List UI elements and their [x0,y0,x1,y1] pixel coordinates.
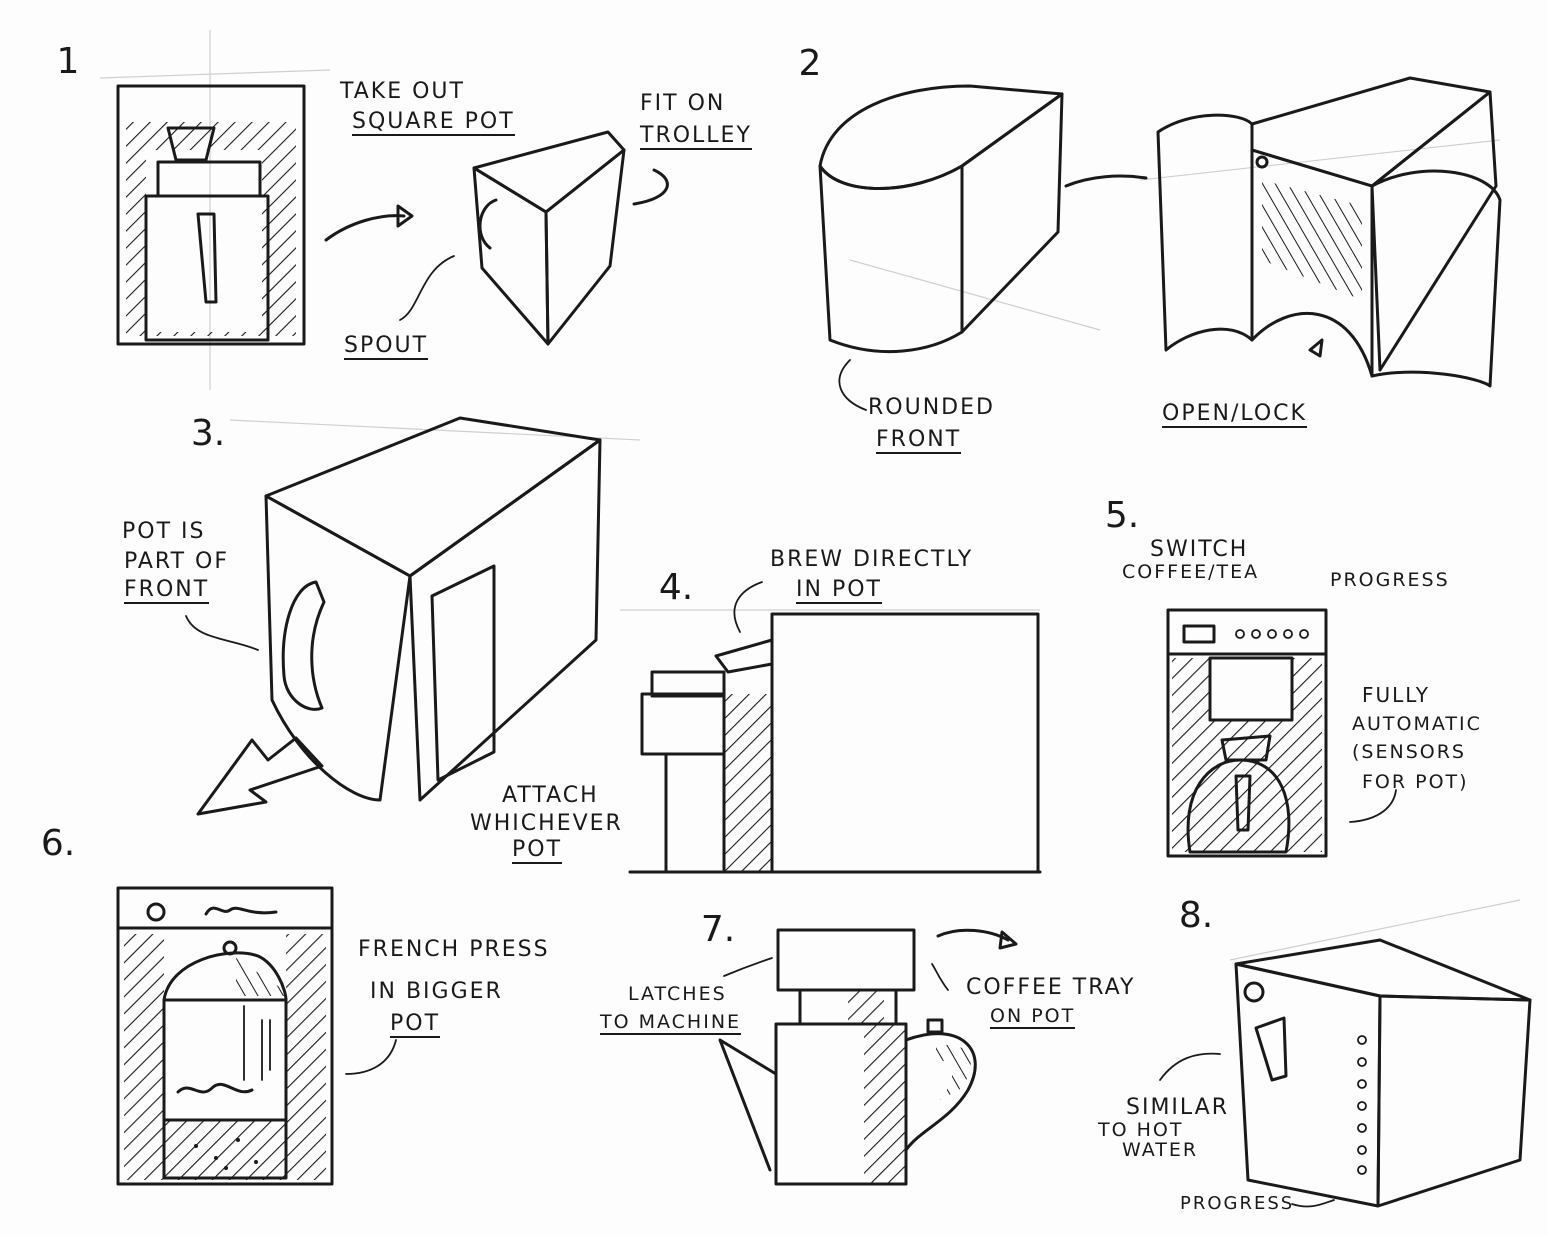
label-switch: Switch [1150,537,1249,562]
label-water: water [1122,1139,1199,1161]
label-fully: Fully [1362,683,1430,707]
sketch-2-open-lock [1156,76,1502,388]
label-on-pot: on pot [990,1005,1076,1029]
step-number-2: 2 [798,43,822,84]
step-number-5: 5. [1104,495,1140,536]
label-coffee-tray: Coffee tray [966,975,1136,1000]
label-for-pot: for pot) [1362,771,1469,793]
label-pot-front: front [124,577,210,605]
label-automatic: automatic [1352,713,1482,735]
sketch-5-automatic-machine [1166,608,1397,858]
label-to-hot: to hot [1098,1119,1184,1141]
label-part-of: part of [124,549,229,574]
step-number-6: 6. [40,823,76,864]
label-square-pot: square pot [352,109,515,137]
label-similar: Similar [1126,1095,1230,1120]
label-french-pot: pot [390,1011,441,1039]
sketch-7-tray-pot [718,928,1018,1186]
step-number-3: 3. [190,413,226,454]
label-open-lock: open/lock [1162,401,1307,429]
label-pot-is: Pot is [122,519,206,544]
sketch-3-pot-front [185,416,602,816]
label-front: front [876,427,962,455]
step-number-8: 8. [1178,895,1214,936]
label-spout: spout [344,333,429,361]
sketch-4-side-view [628,581,1042,874]
sketch-6-french-press [116,886,397,1186]
label-french-press: French press [358,937,550,962]
label-fit-on: Fit on [640,91,726,116]
label-rounded: Rounded [868,395,995,420]
label-coffee-tea: coffee/tea [1122,561,1260,583]
construction-lines [99,30,1521,961]
label-progress-5: Progress [1330,569,1450,591]
sketch-2-rounded-front [818,84,1148,411]
label-sensors: (sensors [1352,741,1466,763]
label-progress-8: progress [1180,1193,1295,1214]
step-number-4: 4. [658,567,694,608]
label-brew-directly: Brew directly [770,547,974,572]
label-attach: Attach [502,783,599,808]
sketch-1-square-pot [399,130,669,346]
label-trolley: trolley [640,123,752,151]
label-in-bigger: in bigger [370,979,503,1004]
label-take-out: Take out [340,79,465,104]
step-number-7: 7. [700,909,736,950]
step-number-1: 1 [56,41,80,82]
label-latches: Latches [628,983,727,1005]
label-to-machine: to machine [600,1011,742,1035]
sketch-1-machine-front [116,84,414,346]
label-whichever: whichever [470,811,623,836]
sketch-8-hot-water-style [1159,938,1532,1208]
label-attach-pot: pot [512,837,563,865]
label-in-pot: in pot [796,577,882,605]
